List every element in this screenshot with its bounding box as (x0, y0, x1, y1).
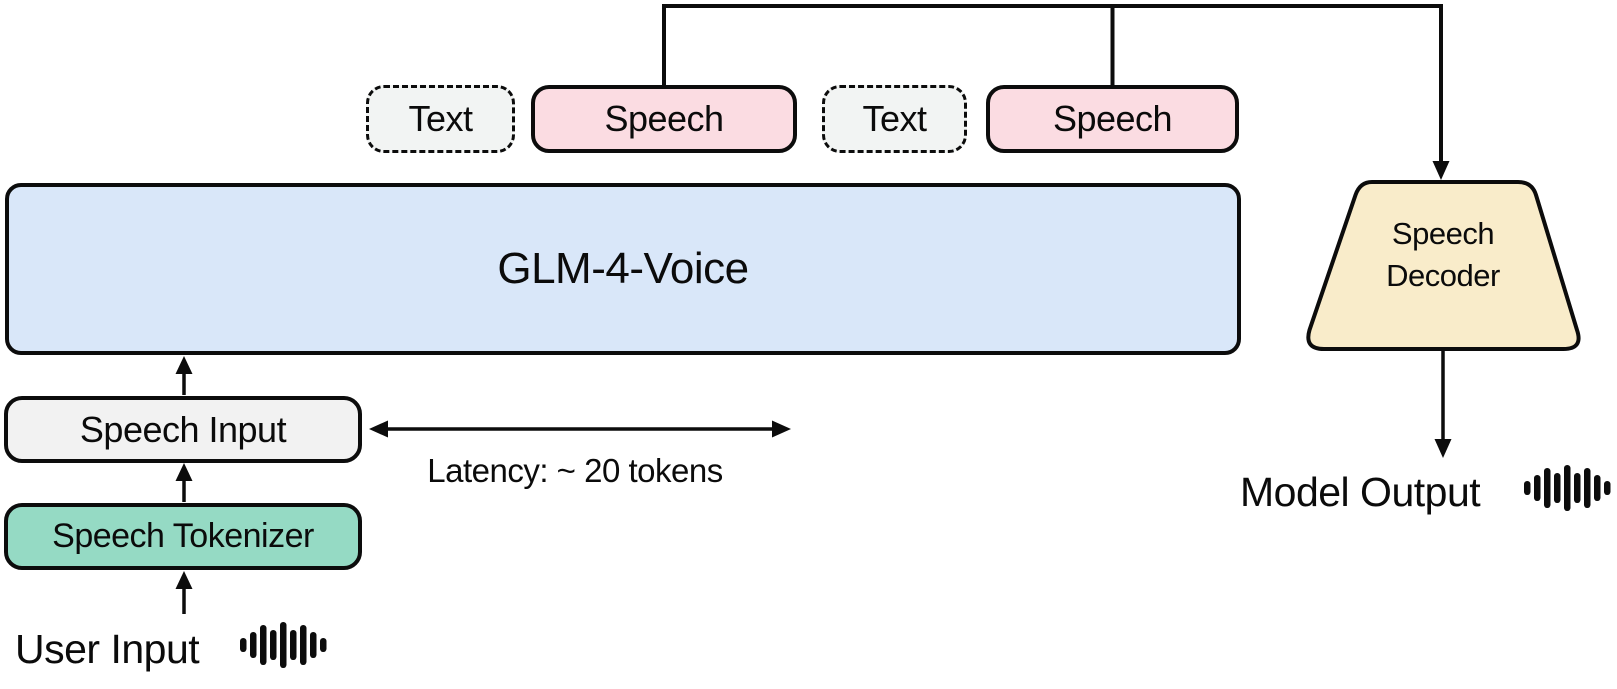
speech-token-2: Speech (986, 85, 1239, 153)
waveform-icon (240, 622, 327, 668)
arrowhead-into-input (175, 463, 193, 481)
arrowhead-into-tokenizer (175, 571, 193, 589)
arrowhead-latency-right (772, 420, 791, 438)
latency-annotation: Latency: ~ 20 tokens (427, 452, 723, 489)
speech1-to-decoder-connector (662, 4, 1443, 164)
arrowhead-latency-left (369, 420, 388, 438)
speech-decoder-shape (1306, 180, 1581, 351)
waveform-icon (1524, 465, 1611, 511)
speech-tokenizer-box: Speech Tokenizer (4, 503, 362, 570)
speech-token-1: Speech (531, 85, 797, 153)
arrowhead-into-decoder (1432, 161, 1450, 180)
speech-input-box: Speech Input (4, 396, 362, 463)
arrowhead-model-output (1434, 439, 1452, 458)
glm-4-voice-box: GLM-4-Voice (5, 183, 1241, 355)
user-input-label: User Input (15, 626, 200, 672)
model-output-label: Model Output (1240, 469, 1481, 515)
text-token-2: Text (822, 85, 967, 153)
text-token-1: Text (366, 85, 515, 153)
arrowhead-into-model (175, 356, 193, 374)
speech-decoder-label: Speech Decoder (1386, 216, 1500, 293)
